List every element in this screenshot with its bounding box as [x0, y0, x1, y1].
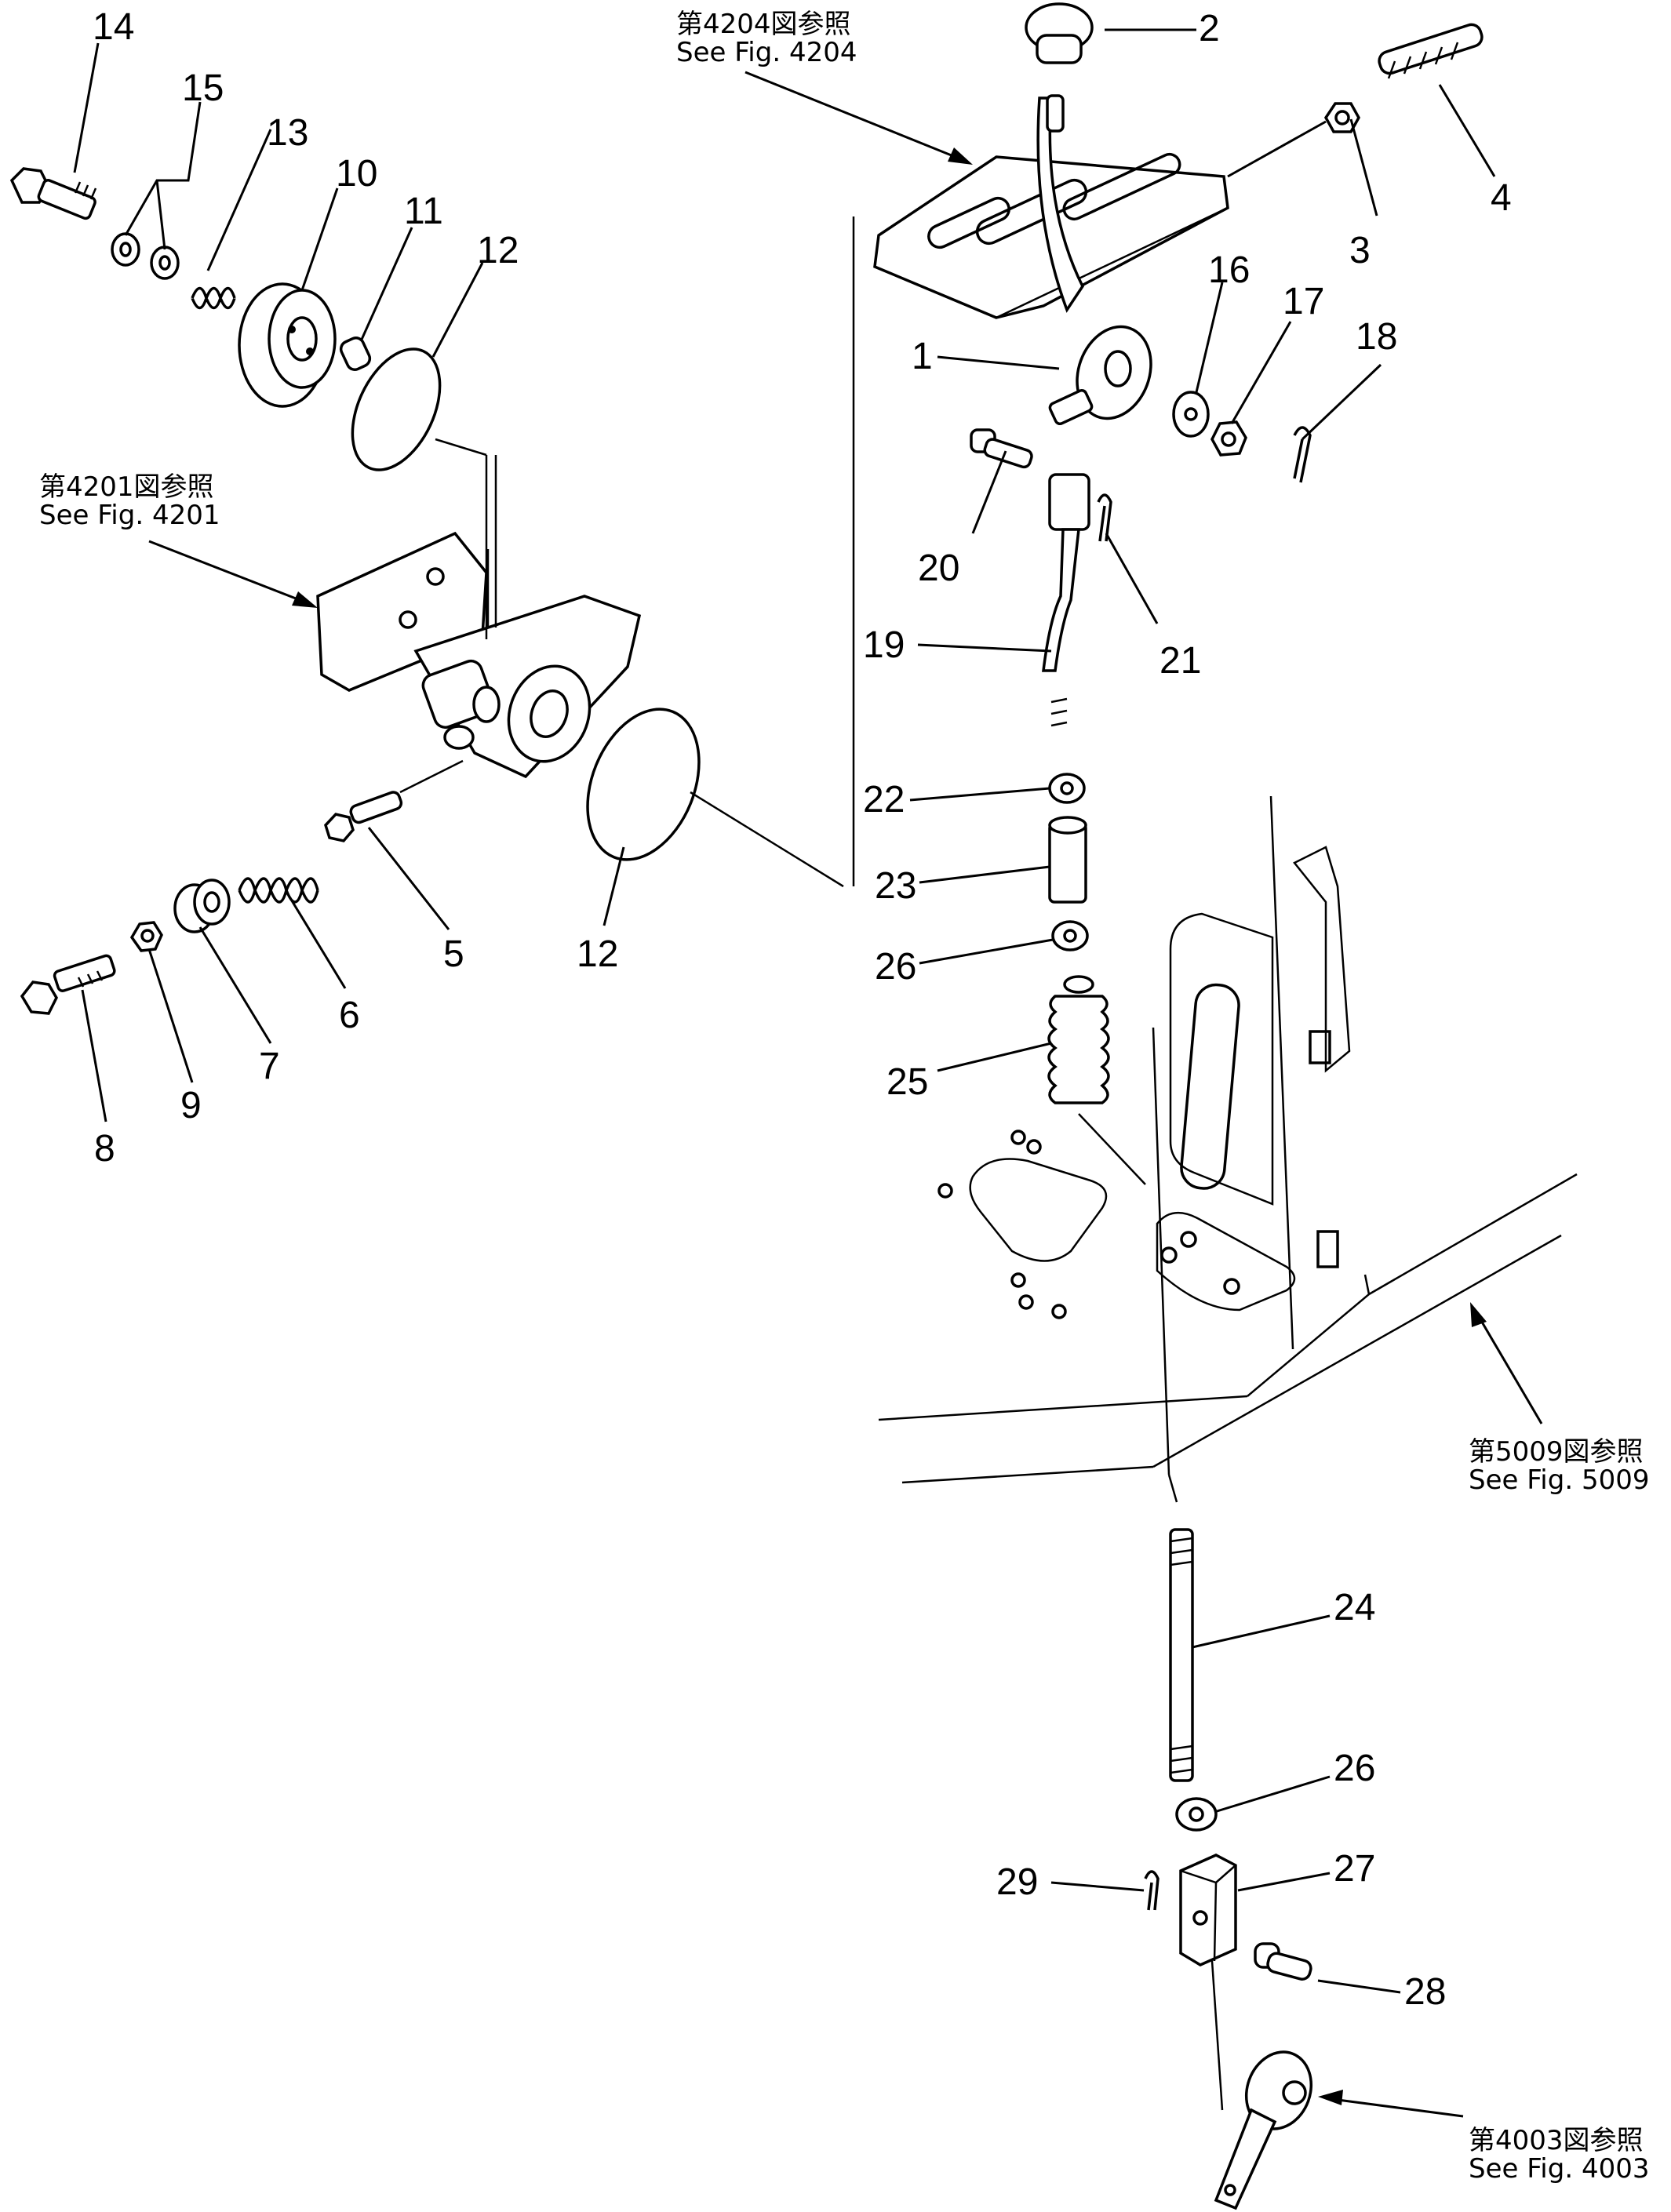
- callout-21: 21: [1160, 640, 1201, 682]
- nut-26-lower: [1175, 1797, 1218, 1832]
- roller-10: [238, 282, 337, 408]
- callout-12-upper: 12: [477, 230, 519, 271]
- cotter-pin-18: [1293, 426, 1312, 483]
- guide-plate: [852, 152, 1229, 886]
- pin-5: [324, 791, 403, 842]
- nut-3: [1323, 102, 1361, 133]
- callout-5: 5: [443, 933, 464, 975]
- pin-20: [970, 428, 1033, 469]
- cotter-pin-21: [1097, 493, 1112, 542]
- shift-bracket: [316, 455, 642, 779]
- leader-lines: [73, 28, 1496, 1994]
- cap-7: [173, 879, 231, 933]
- callout-22: 22: [863, 779, 905, 820]
- lower-lever: [1210, 1960, 1313, 2210]
- floor-frame: [878, 795, 1578, 1503]
- callout-29: 29: [996, 1861, 1038, 1903]
- callout-23: 23: [875, 865, 916, 907]
- ref-4003-label: 第4003図参照 See Fig. 4003: [1469, 2125, 1649, 2185]
- bolt-4: [1378, 23, 1484, 79]
- washer-16: [1172, 391, 1210, 438]
- callout-4: 4: [1491, 177, 1512, 219]
- callout-numbers: 14 15 13 10 11 12 2 4 3 16 17 18 1 20 21…: [93, 6, 1512, 2013]
- bolt-14: [9, 167, 97, 220]
- nut-22: [1048, 773, 1086, 804]
- callout-8: 8: [94, 1128, 115, 1170]
- sleeve-23: [1048, 816, 1087, 904]
- svg-text:第5009図参照: 第5009図参照: [1469, 1436, 1644, 1468]
- callout-15: 15: [182, 67, 224, 109]
- callout-1: 1: [912, 336, 933, 377]
- washer-15-b: [150, 246, 180, 280]
- svg-text:See Fig. 4204: See Fig. 4204: [676, 37, 857, 68]
- rod-19: [1042, 473, 1090, 727]
- callout-28: 28: [1404, 1971, 1446, 2013]
- callout-10: 10: [336, 153, 377, 195]
- nut-9: [129, 921, 163, 952]
- callout-12-lower: 12: [577, 933, 618, 975]
- ref-4204-label: 第4204図参照 See Fig. 4204: [676, 9, 857, 68]
- callout-16: 16: [1208, 249, 1250, 291]
- boot-25: [1047, 975, 1146, 1185]
- callout-14: 14: [93, 6, 134, 48]
- callout-26-lower: 26: [1334, 1748, 1375, 1789]
- svg-text:第4003図参照: 第4003図参照: [1469, 2125, 1644, 2156]
- left-assembly-lines: [399, 438, 844, 888]
- spring-6: [238, 877, 319, 904]
- callout-25: 25: [886, 1061, 928, 1103]
- svg-text:See Fig. 4003: See Fig. 4003: [1469, 2153, 1649, 2185]
- bolt-8: [20, 954, 116, 1015]
- ref-5009-label: 第5009図参照 See Fig. 5009: [1469, 1436, 1649, 1496]
- spring-13: [191, 286, 236, 310]
- callout-17: 17: [1283, 281, 1324, 322]
- callout-7: 7: [259, 1046, 280, 1087]
- callout-13: 13: [267, 112, 308, 154]
- svg-text:See Fig. 4201: See Fig. 4201: [39, 500, 220, 531]
- callout-27: 27: [1334, 1848, 1375, 1890]
- washer-12-lower: [586, 708, 701, 861]
- callout-9: 9: [180, 1085, 202, 1126]
- shift-knob-2: [1025, 2, 1094, 64]
- callout-11: 11: [404, 191, 443, 232]
- cotter-pin-29: [1144, 1870, 1160, 1911]
- nut-26-upper: [1051, 920, 1089, 951]
- pin-28: [1254, 1942, 1312, 1981]
- shift-lever-1: [1036, 94, 1152, 426]
- callout-24: 24: [1334, 1587, 1375, 1628]
- washer-12-upper: [351, 347, 442, 471]
- ref-4201-label: 第4201図参照 See Fig. 4201: [39, 471, 220, 531]
- svg-text:第4204図参照: 第4204図参照: [676, 9, 851, 40]
- callout-3: 3: [1349, 230, 1371, 271]
- washer-15-a: [111, 232, 140, 267]
- callout-2: 2: [1199, 8, 1220, 49]
- pin-11: [339, 336, 372, 372]
- rod-24: [1169, 1528, 1194, 1782]
- callout-20: 20: [918, 548, 959, 589]
- callout-6: 6: [339, 995, 360, 1036]
- callout-26-upper: 26: [875, 946, 916, 988]
- svg-text:See Fig. 5009: See Fig. 5009: [1469, 1464, 1649, 1496]
- nut-17: [1210, 420, 1247, 457]
- svg-text:第4201図参照: 第4201図参照: [39, 471, 214, 503]
- clevis-27: [1179, 1854, 1237, 1966]
- ref-arrows: [148, 71, 1543, 2118]
- callout-18: 18: [1356, 316, 1397, 358]
- callout-19: 19: [863, 624, 905, 666]
